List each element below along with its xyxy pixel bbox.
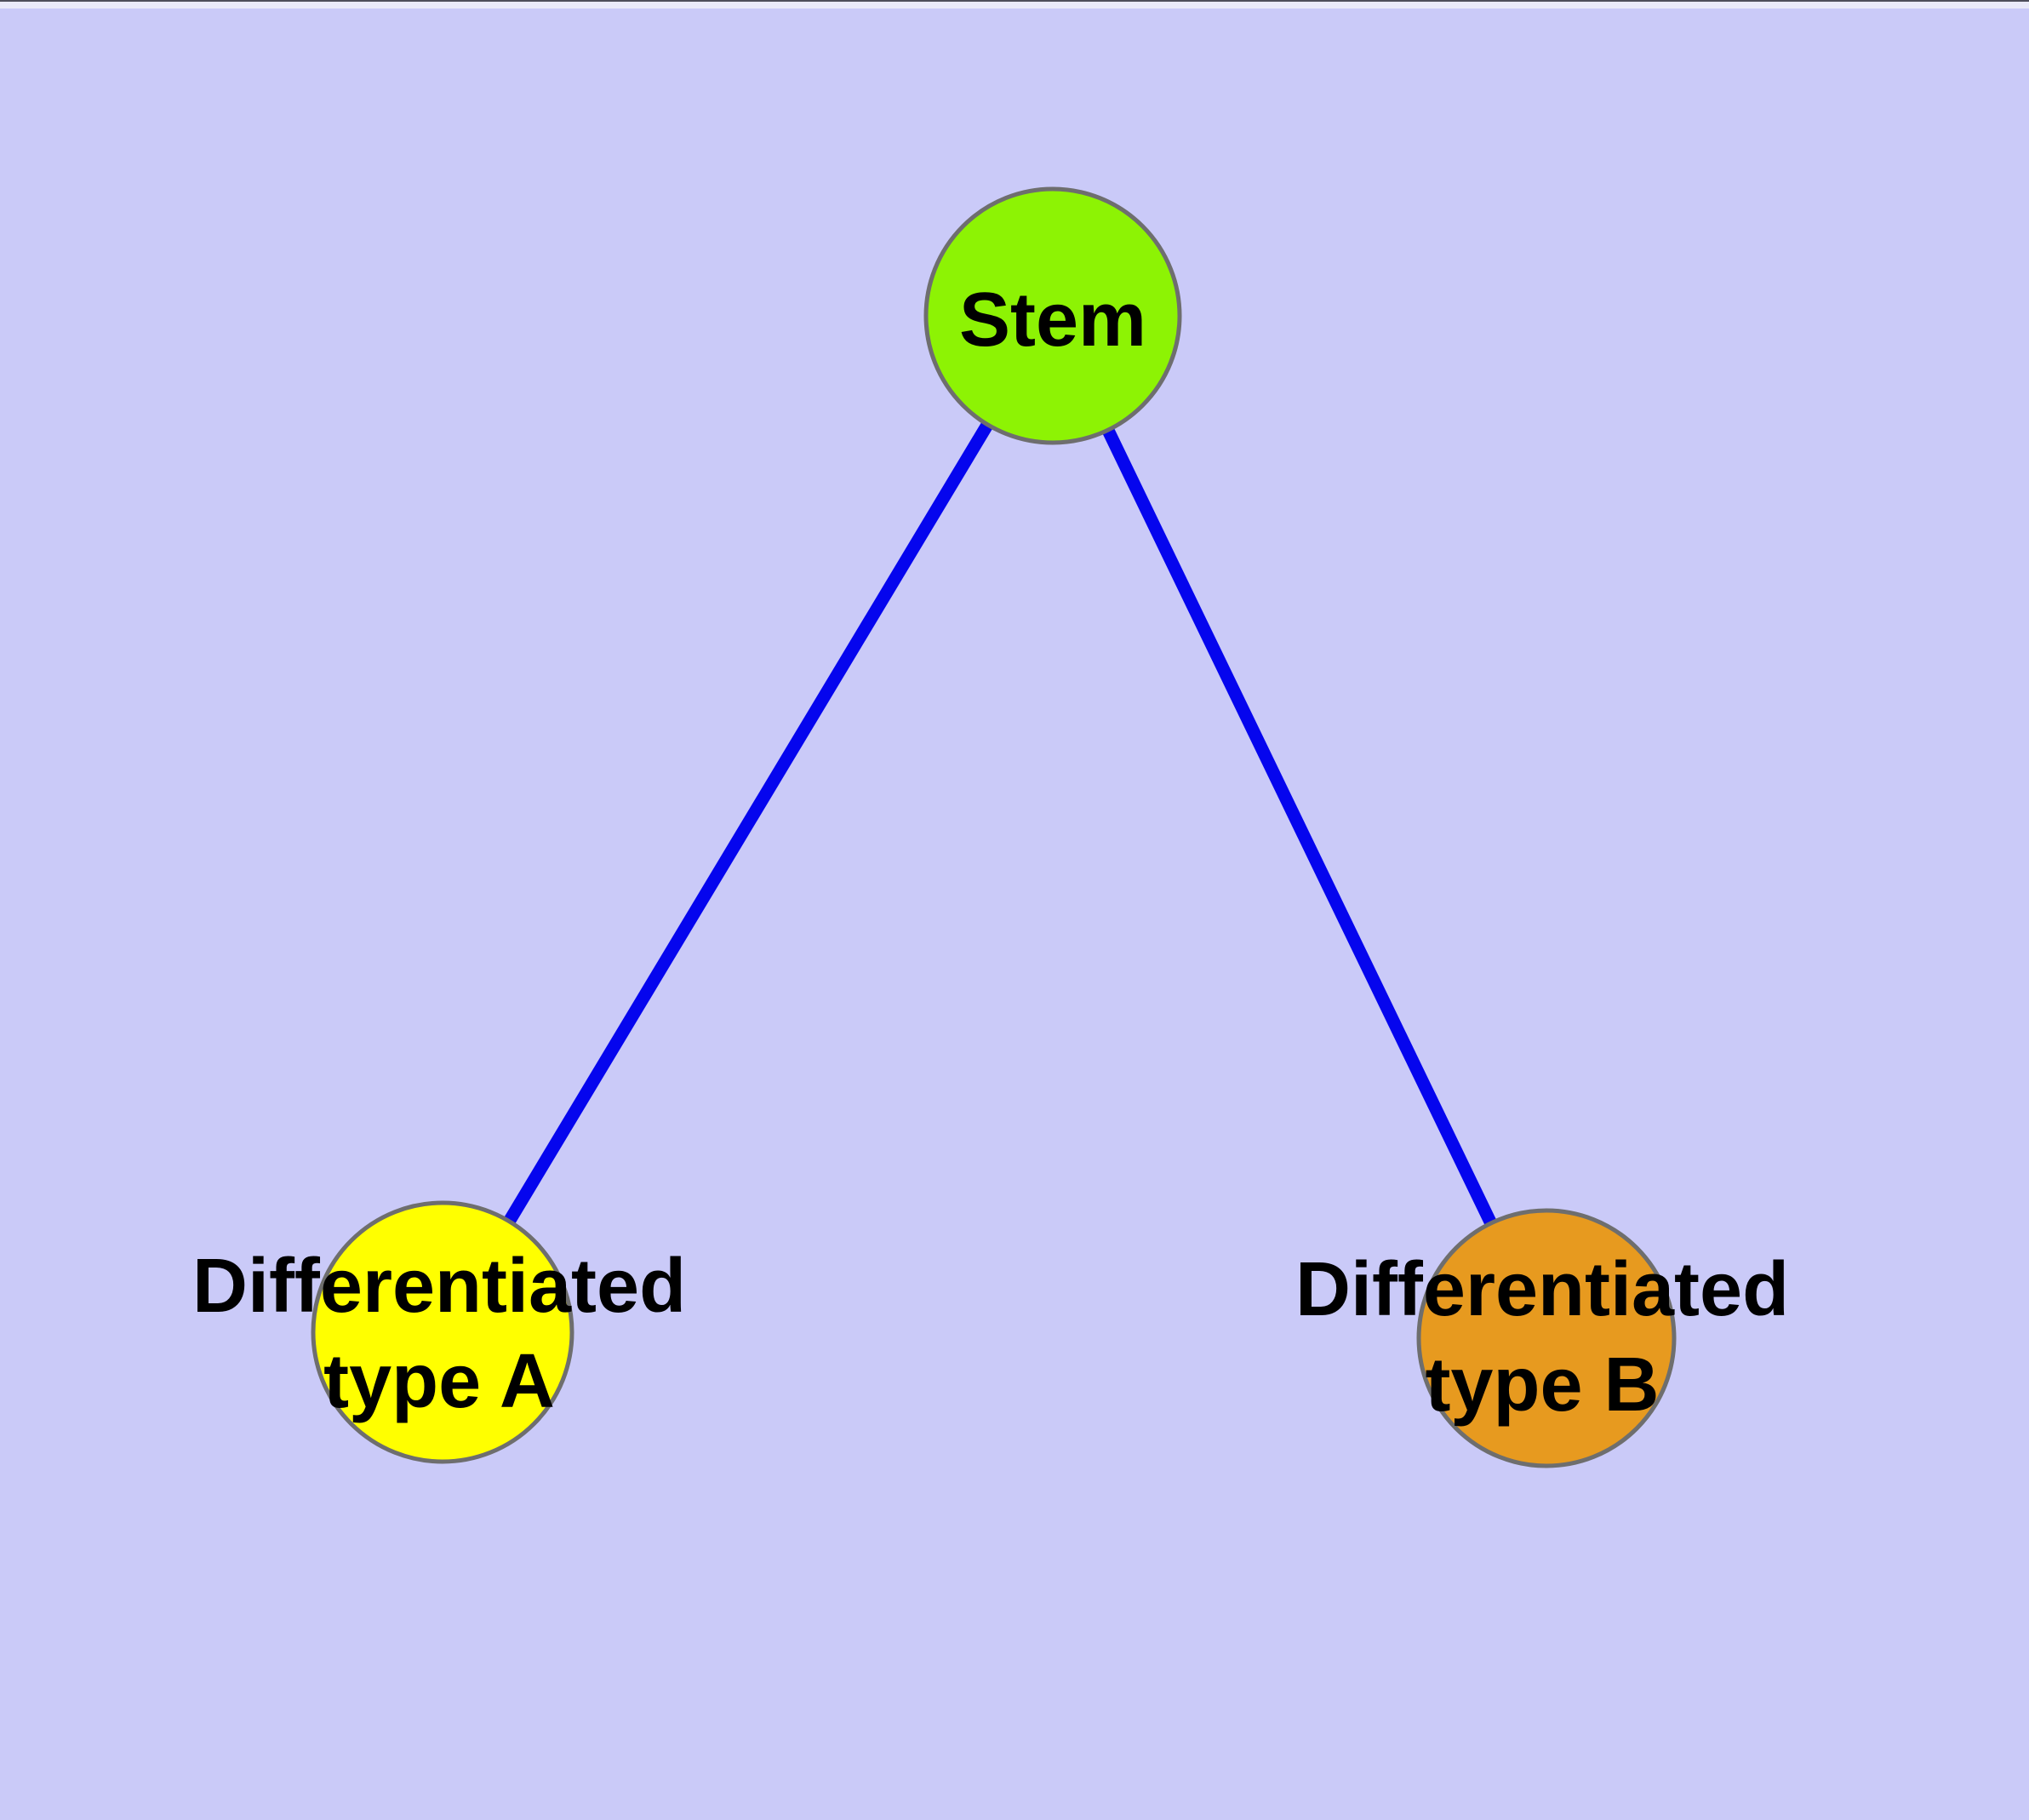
node-type-a-label-line2: type A [323,1339,555,1424]
node-stem-label: Stem [959,272,1146,368]
edge-stem-to-type-a [437,312,1059,1336]
node-type-a-label-line1: Differentiated [191,1244,687,1329]
node-stem-circle [923,186,1182,445]
window-top-border-line [0,0,2029,2]
node-stem-label-line1: Stem [958,278,1147,363]
window-top-edge-strip [0,2,2029,9]
node-type-b-label: Differentiated type B [1295,1242,1789,1433]
node-type-a-label: Differentiated type A [192,1239,686,1429]
node-type-b-label-line2: type B [1425,1342,1660,1428]
edge-stem-to-type-b [1047,312,1552,1342]
node-type-b-circle [1416,1208,1677,1468]
node-type-a-circle [311,1200,574,1464]
node-type-b-label-line1: Differentiated [1295,1247,1790,1332]
